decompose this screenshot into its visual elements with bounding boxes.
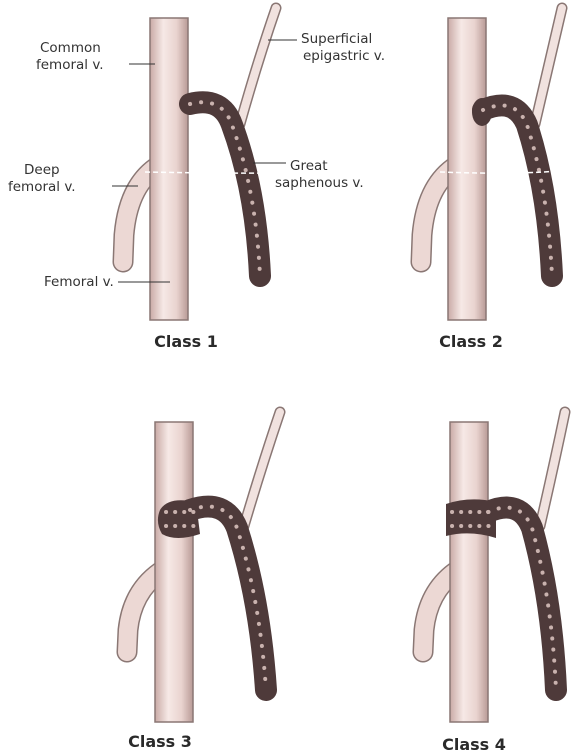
vein-drawing	[127, 412, 280, 722]
panel-class-4: Class 4	[423, 412, 565, 754]
femoral-vein-label: Femoral v.	[44, 274, 114, 290]
superficial-epigastric-vein-label: Superficial epigastric v.	[301, 31, 385, 64]
deep-femoral-vein-label: Deep femoral v.	[8, 162, 76, 195]
thrombus	[158, 500, 200, 538]
panel-class-1: Common femoral v. Superficial epigastric…	[8, 8, 385, 351]
thrombus	[446, 499, 496, 538]
great-saphenous-vein	[190, 507, 266, 690]
panel-2-title: Class 2	[439, 332, 503, 351]
vein-drawing	[421, 8, 570, 320]
common-femoral-vein	[155, 422, 193, 722]
great-saphenous-vein	[488, 508, 556, 690]
panel-1-title: Class 1	[154, 332, 218, 351]
thrombus	[472, 98, 492, 126]
great-saphenous-vein-label: Great saphenous v.	[275, 158, 364, 191]
panel-4-title: Class 4	[442, 735, 506, 754]
vein-drawing	[423, 412, 565, 722]
common-femoral-vein-label: Common femoral v.	[36, 40, 105, 73]
common-femoral-vein	[450, 422, 488, 722]
panel-class-2: Class 2	[421, 8, 570, 351]
panel-class-3: Class 3	[127, 412, 280, 751]
common-femoral-vein	[150, 18, 188, 320]
common-femoral-vein	[448, 18, 486, 320]
panel-3-title: Class 3	[128, 732, 192, 751]
great-saphenous-vein	[190, 102, 260, 276]
